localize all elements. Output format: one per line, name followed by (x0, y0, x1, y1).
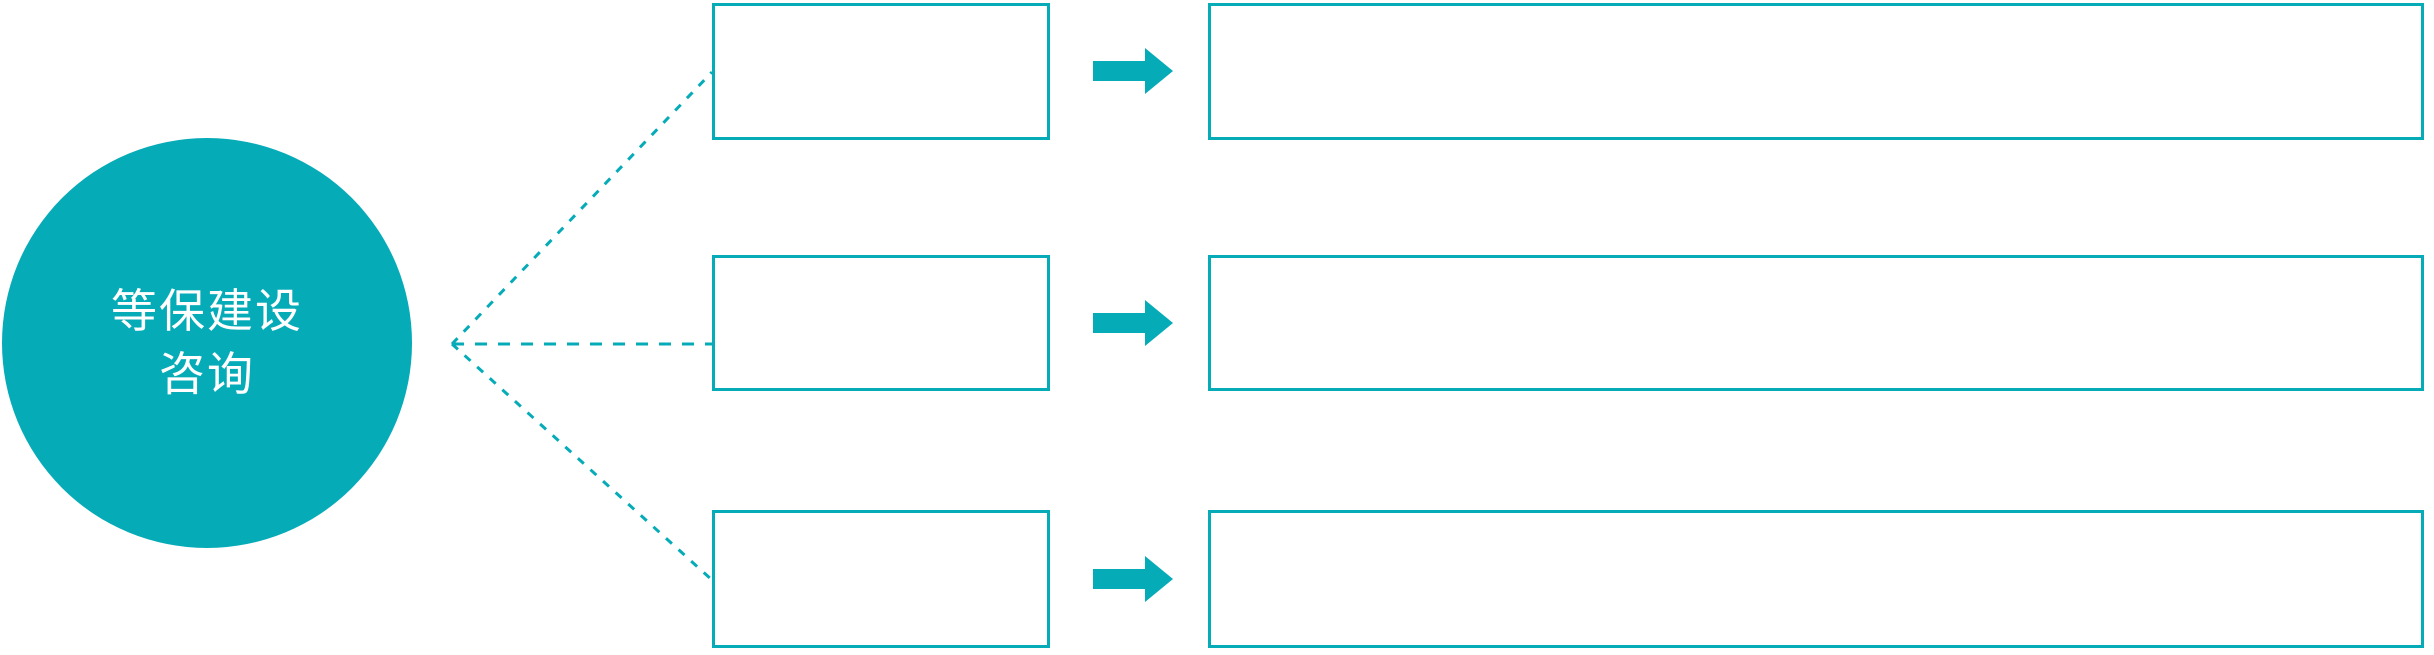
detail-box-2[interactable] (1208, 255, 2424, 391)
arrow-icon-1 (1093, 48, 1173, 94)
detail-box-1[interactable] (1208, 3, 2424, 140)
arrow-icon-2 (1093, 300, 1173, 346)
label-box-3[interactable] (712, 510, 1050, 648)
hub-label-line-1: 等保建设 (111, 284, 303, 337)
hub-circle[interactable]: 等保建设 咨询 (2, 138, 412, 548)
label-box-1[interactable] (712, 3, 1050, 140)
label-box-2[interactable] (712, 255, 1050, 391)
connector-to-row-1 (450, 70, 714, 346)
hub-label-line-2: 咨询 (159, 348, 255, 400)
detail-box-3[interactable] (1208, 510, 2424, 648)
connector-to-row-3 (450, 342, 714, 582)
arrow-icon-3 (1093, 556, 1173, 602)
